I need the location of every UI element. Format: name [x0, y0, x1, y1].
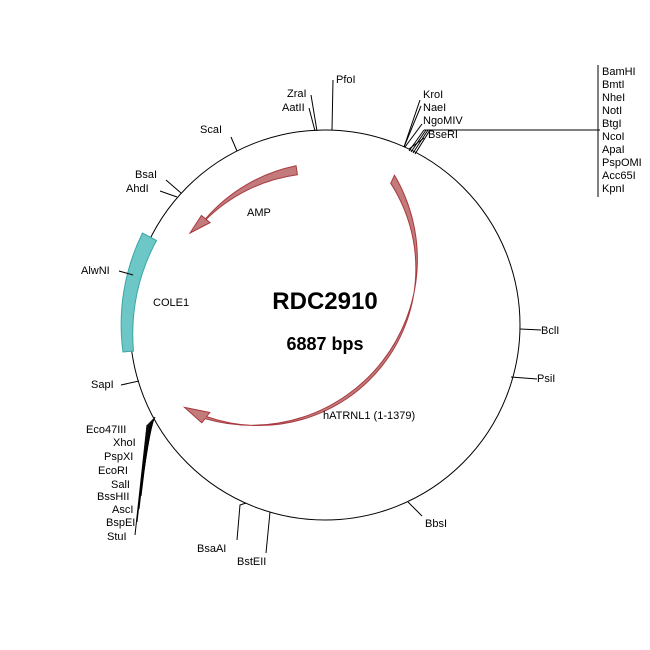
amp-feature-arrow: [188, 165, 298, 235]
site-label-bbsi: BbsI: [425, 518, 447, 530]
plasmid-size: 6887 bps: [286, 334, 363, 354]
site-label-kpni: KpnI: [602, 183, 625, 195]
site-label-bmti: BmtI: [602, 79, 625, 91]
site-label-eco47iii: Eco47III: [86, 424, 126, 436]
site-label-bamhi: BamHI: [602, 66, 636, 78]
feature-labels: AMP hATRNL1 (1-1379) COLE1: [153, 207, 415, 422]
site-label-bsaai: BsaAI: [197, 543, 226, 555]
site-label-zrai: ZraI: [287, 88, 307, 100]
site-label-bseri: BseRI: [428, 129, 458, 141]
site-tick-bspei: [136, 423, 149, 523]
site-label-psii: PsiI: [537, 373, 555, 385]
site-tick-scai: [230, 136, 238, 152]
site-tick-bbsi: [407, 501, 423, 517]
features-layer: [120, 165, 418, 427]
site-tick-bsteii: [265, 511, 271, 554]
site-ticks: [118, 65, 600, 554]
site-tick-bamhi-cluster-2: [410, 129, 427, 153]
feature-label-cole1: COLE1: [153, 297, 189, 309]
site-label-apai: ApaI: [602, 144, 625, 156]
site-label-asci: AscI: [112, 504, 133, 516]
site-label-pspomi: PspOMI: [602, 157, 642, 169]
plasmid-backbone: [129, 129, 521, 521]
site-tick-psii: [510, 376, 538, 380]
site-label-acc65i: Acc65I: [602, 170, 636, 182]
site-tick-bsai: [165, 179, 182, 194]
site-tick-ngomiv: [404, 123, 423, 148]
site-label-bsteii: BstEII: [237, 556, 266, 568]
site-tick-bsshii: [140, 421, 151, 497]
site-label-btgi: BtgI: [602, 118, 622, 130]
site-tick-bamhi-cluster: [408, 129, 425, 152]
site-label-ecori: EcoRI: [98, 465, 128, 477]
site-tick-aatii: [308, 107, 316, 132]
site-label-ahdi: AhdI: [126, 183, 149, 195]
site-label-xhoi: XhoI: [113, 437, 136, 449]
site-label-scai: ScaI: [200, 124, 222, 136]
feature-label-hatrnl1: hATRNL1 (1-1379): [323, 410, 415, 422]
site-label-ncoi: NcoI: [602, 131, 625, 143]
site-label-pfoi: PfoI: [336, 74, 356, 86]
site-label-pspxi: PspXI: [104, 451, 133, 463]
site-tick-naei: [403, 105, 422, 148]
plasmid-name: RDC2910: [272, 288, 377, 315]
site-label-ngomiv: NgoMIV: [423, 115, 463, 127]
site-label-alwni: AlwNI: [81, 265, 110, 277]
site-label-bsai: BsaI: [135, 169, 157, 181]
site-tick-alwni: [118, 270, 134, 276]
site-label-aatii: AatII: [282, 102, 305, 114]
site-tick-pfoi: [331, 79, 334, 131]
site-label-bcli: BclI: [541, 325, 559, 337]
site-label-sali: SalI: [111, 479, 130, 491]
site-tick-bcli: [519, 328, 542, 331]
site-tick-kroi: [403, 99, 421, 148]
site-label-bspei: BspEI: [106, 517, 135, 529]
site-labels: PfoI ZraI AatII ScaI BsaI AhdI AlwNI Sap…: [81, 66, 642, 568]
site-tick-bamhi-cluster-4: [414, 129, 431, 155]
site-label-naei: NaeI: [423, 102, 446, 114]
site-tick-asci: [138, 422, 150, 510]
cole1-origin-block: [120, 232, 158, 353]
feature-label-amp: AMP: [247, 207, 271, 219]
site-tick-bsaai: [236, 502, 247, 541]
site-tick-sapi: [120, 380, 140, 386]
site-label-kroi: KroI: [423, 89, 443, 101]
site-tick-bamhi-cluster-3: [412, 129, 429, 154]
hatrnl1-feature-arrow: [182, 174, 418, 427]
site-label-stui: StuI: [107, 531, 127, 543]
site-label-bsshii: BssHII: [97, 491, 129, 503]
site-label-nhei: NheI: [602, 92, 625, 104]
site-tick-zrai: [310, 94, 318, 132]
site-label-sapi: SapI: [91, 379, 114, 391]
site-tick-stui: [134, 424, 148, 536]
site-tick-ahdi: [159, 190, 178, 198]
site-label-noti: NotI: [602, 105, 622, 117]
